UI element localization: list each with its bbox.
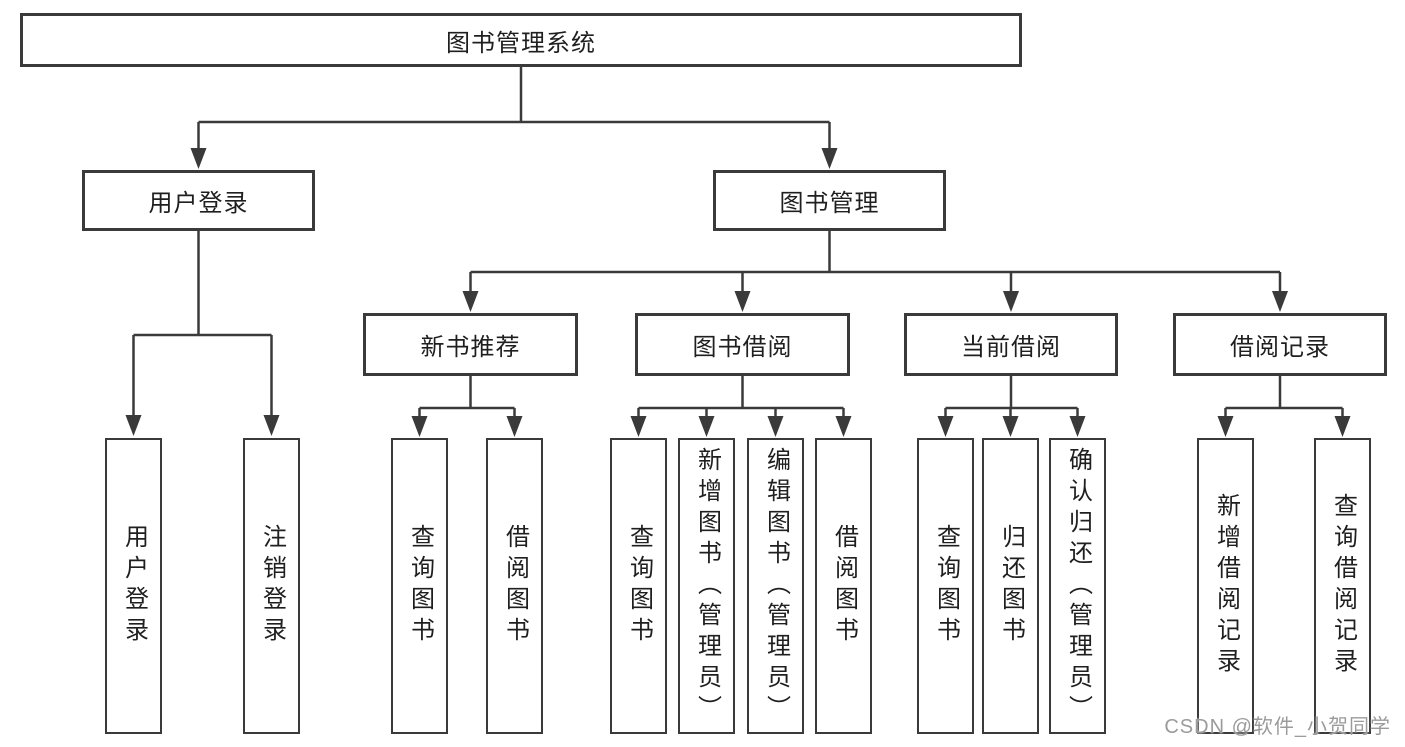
csdn-watermark: CSDN @软件_小贺同学 <box>1164 716 1391 738</box>
leaf-return-books: 归还图书 <box>982 438 1039 734</box>
node-borrow-records: 借阅记录 <box>1173 313 1387 376</box>
leaf-recommend-query-books-label: 查询图书 <box>406 524 434 648</box>
leaf-add-borrow-record: 新增借阅记录 <box>1197 438 1254 734</box>
node-new-book-recommend: 新书推荐 <box>363 313 578 376</box>
leaf-current-query-books-label: 查询图书 <box>932 524 960 648</box>
leaf-user-login: 用户登录 <box>105 438 162 734</box>
root-node-library-management-system: 图书管理系统 <box>20 13 1022 67</box>
node-current-borrow-label: 当前借阅 <box>961 334 1061 361</box>
node-current-borrow: 当前借阅 <box>904 313 1118 376</box>
leaf-add-borrow-record-label: 新增借阅记录 <box>1212 493 1240 679</box>
leaf-user-login-label: 用户登录 <box>120 524 148 648</box>
leaf-query-borrow-record-label: 查询借阅记录 <box>1329 493 1357 679</box>
node-user-login-label: 用户登录 <box>148 190 249 217</box>
leaf-confirm-return-admin-label: 确认归还（管理员） <box>1064 446 1092 726</box>
leaf-recommend-borrow-books: 借阅图书 <box>486 438 543 734</box>
leaf-borrow-borrow-books: 借阅图书 <box>815 438 872 734</box>
leaf-logout: 注销登录 <box>243 438 300 734</box>
leaf-borrow-borrow-books-label: 借阅图书 <box>830 524 858 648</box>
leaf-recommend-query-books: 查询图书 <box>391 438 448 734</box>
leaf-logout-label: 注销登录 <box>258 524 286 648</box>
leaf-add-books-admin: 新增图书（管理员） <box>678 438 735 734</box>
node-book-borrow-label: 图书借阅 <box>692 334 793 361</box>
root-node-label: 图书管理系统 <box>446 29 596 57</box>
leaf-borrow-query-books-label: 查询图书 <box>625 524 653 648</box>
leaf-edit-books-admin: 编辑图书（管理员） <box>747 438 804 734</box>
leaf-confirm-return-admin: 确认归还（管理员） <box>1049 438 1106 734</box>
node-new-book-recommend-label: 新书推荐 <box>420 334 521 361</box>
node-book-management: 图书管理 <box>713 170 946 231</box>
leaf-borrow-query-books: 查询图书 <box>610 438 667 734</box>
node-book-management-label: 图书管理 <box>779 190 880 217</box>
node-user-login: 用户登录 <box>82 170 315 231</box>
leaf-add-books-admin-label: 新增图书（管理员） <box>693 446 721 726</box>
leaf-recommend-borrow-books-label: 借阅图书 <box>501 524 529 648</box>
leaf-query-borrow-record: 查询借阅记录 <box>1314 438 1371 734</box>
leaf-edit-books-admin-label: 编辑图书（管理员） <box>762 446 790 726</box>
leaf-current-query-books: 查询图书 <box>917 438 974 734</box>
leaf-return-books-label: 归还图书 <box>997 524 1025 648</box>
node-borrow-records-label: 借阅记录 <box>1230 334 1330 361</box>
node-book-borrow: 图书借阅 <box>635 313 850 376</box>
